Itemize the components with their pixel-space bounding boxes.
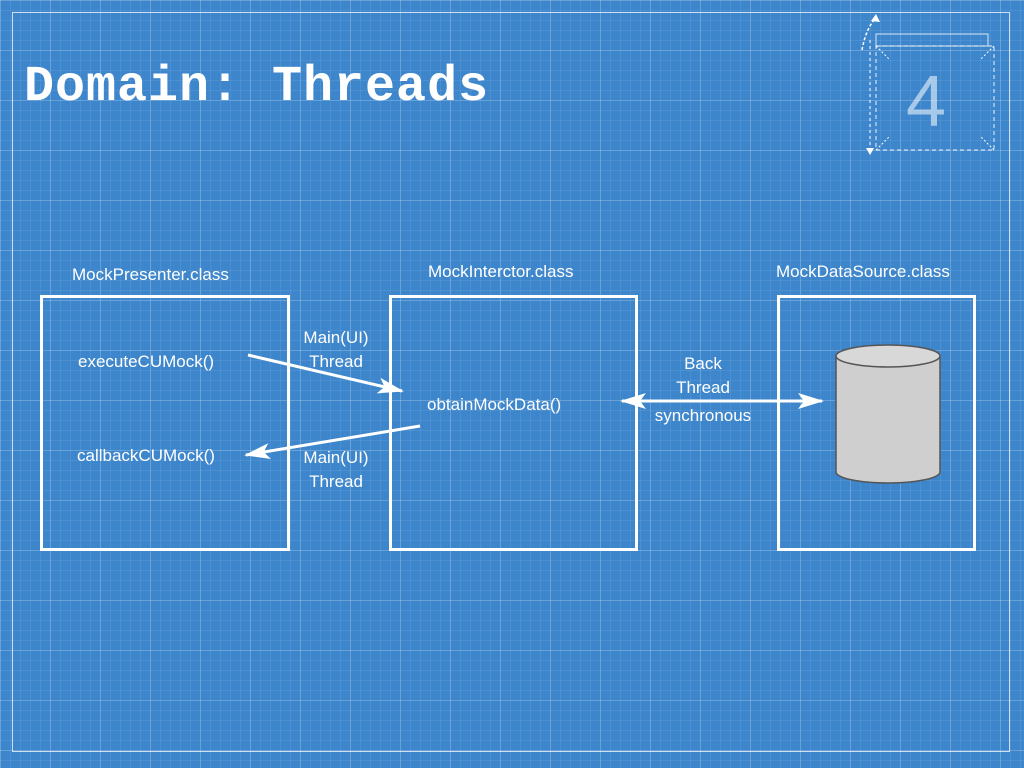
sync-thread-label: Back Thread	[676, 354, 730, 397]
callback-method-label: callbackCUMock()	[77, 446, 215, 465]
interactor-class-label: MockInterctor.class	[428, 262, 574, 281]
datasource-box	[777, 295, 976, 551]
presenter-class-label: MockPresenter.class	[72, 265, 229, 284]
return-thread-label: Main(UI) Thread	[303, 448, 369, 491]
obtain-method-label: obtainMockData()	[427, 395, 562, 414]
call-thread-label: Main(UI) Thread	[303, 328, 369, 371]
slide-frame	[12, 12, 1010, 752]
slide-number: 4	[906, 62, 947, 142]
slide-title: Domain: Threads	[24, 59, 490, 116]
datasource-class-label: MockDataSource.class	[776, 262, 950, 281]
interactor-box	[389, 295, 638, 551]
execute-method-label: executeCUMock()	[78, 352, 215, 371]
database-icon	[835, 344, 941, 484]
return-arrow	[244, 424, 421, 459]
sync-mode-label: synchronous	[654, 406, 752, 425]
presenter-box	[40, 295, 290, 551]
call-arrow	[247, 353, 404, 394]
